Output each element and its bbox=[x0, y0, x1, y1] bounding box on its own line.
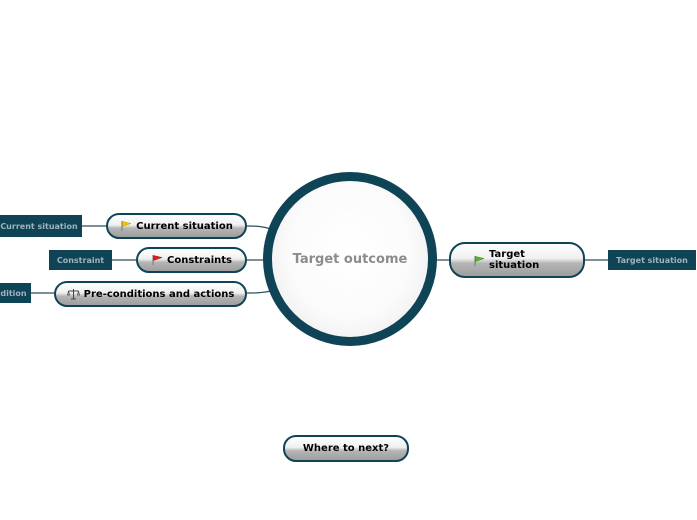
leaf-precondition[interactable]: dition bbox=[0, 283, 31, 303]
leaf-precondition-label: dition bbox=[0, 288, 27, 298]
topic-constraints[interactable]: Constraints bbox=[136, 247, 247, 273]
topic-current-situation[interactable]: Current situation bbox=[106, 213, 247, 239]
central-topic[interactable]: Target outcome bbox=[263, 172, 437, 346]
leaf-target-situation-label: Target situation bbox=[616, 255, 688, 265]
central-topic-label: Target outcome bbox=[292, 251, 408, 267]
topic-preconditions[interactable]: Pre-conditions and actions bbox=[54, 281, 247, 307]
leaf-constraint[interactable]: Constraint bbox=[49, 250, 112, 270]
topic-preconditions-label: Pre-conditions and actions bbox=[83, 288, 235, 300]
floating-topic-where-to-next[interactable]: Where to next? bbox=[283, 435, 409, 462]
floating-topic-label: Where to next? bbox=[302, 443, 390, 454]
balance-scale-icon bbox=[66, 288, 80, 300]
edge-center-preconditions bbox=[246, 290, 272, 294]
yellow-flag-icon bbox=[120, 220, 133, 232]
topic-target-situation-label: Target situation bbox=[489, 249, 540, 271]
green-flag-icon bbox=[473, 255, 485, 267]
topic-current-situation-label: Current situation bbox=[136, 220, 233, 232]
leaf-constraint-label: Constraint bbox=[56, 255, 105, 265]
leaf-target-situation[interactable]: Target situation bbox=[608, 250, 696, 270]
topic-constraints-label: Constraints bbox=[166, 254, 233, 266]
topic-target-situation[interactable]: Target situation bbox=[449, 242, 585, 278]
leaf-current-situation[interactable]: Current situation bbox=[0, 215, 82, 237]
leaf-current-situation-label: Current situation bbox=[0, 221, 78, 231]
red-flag-icon bbox=[151, 254, 163, 266]
